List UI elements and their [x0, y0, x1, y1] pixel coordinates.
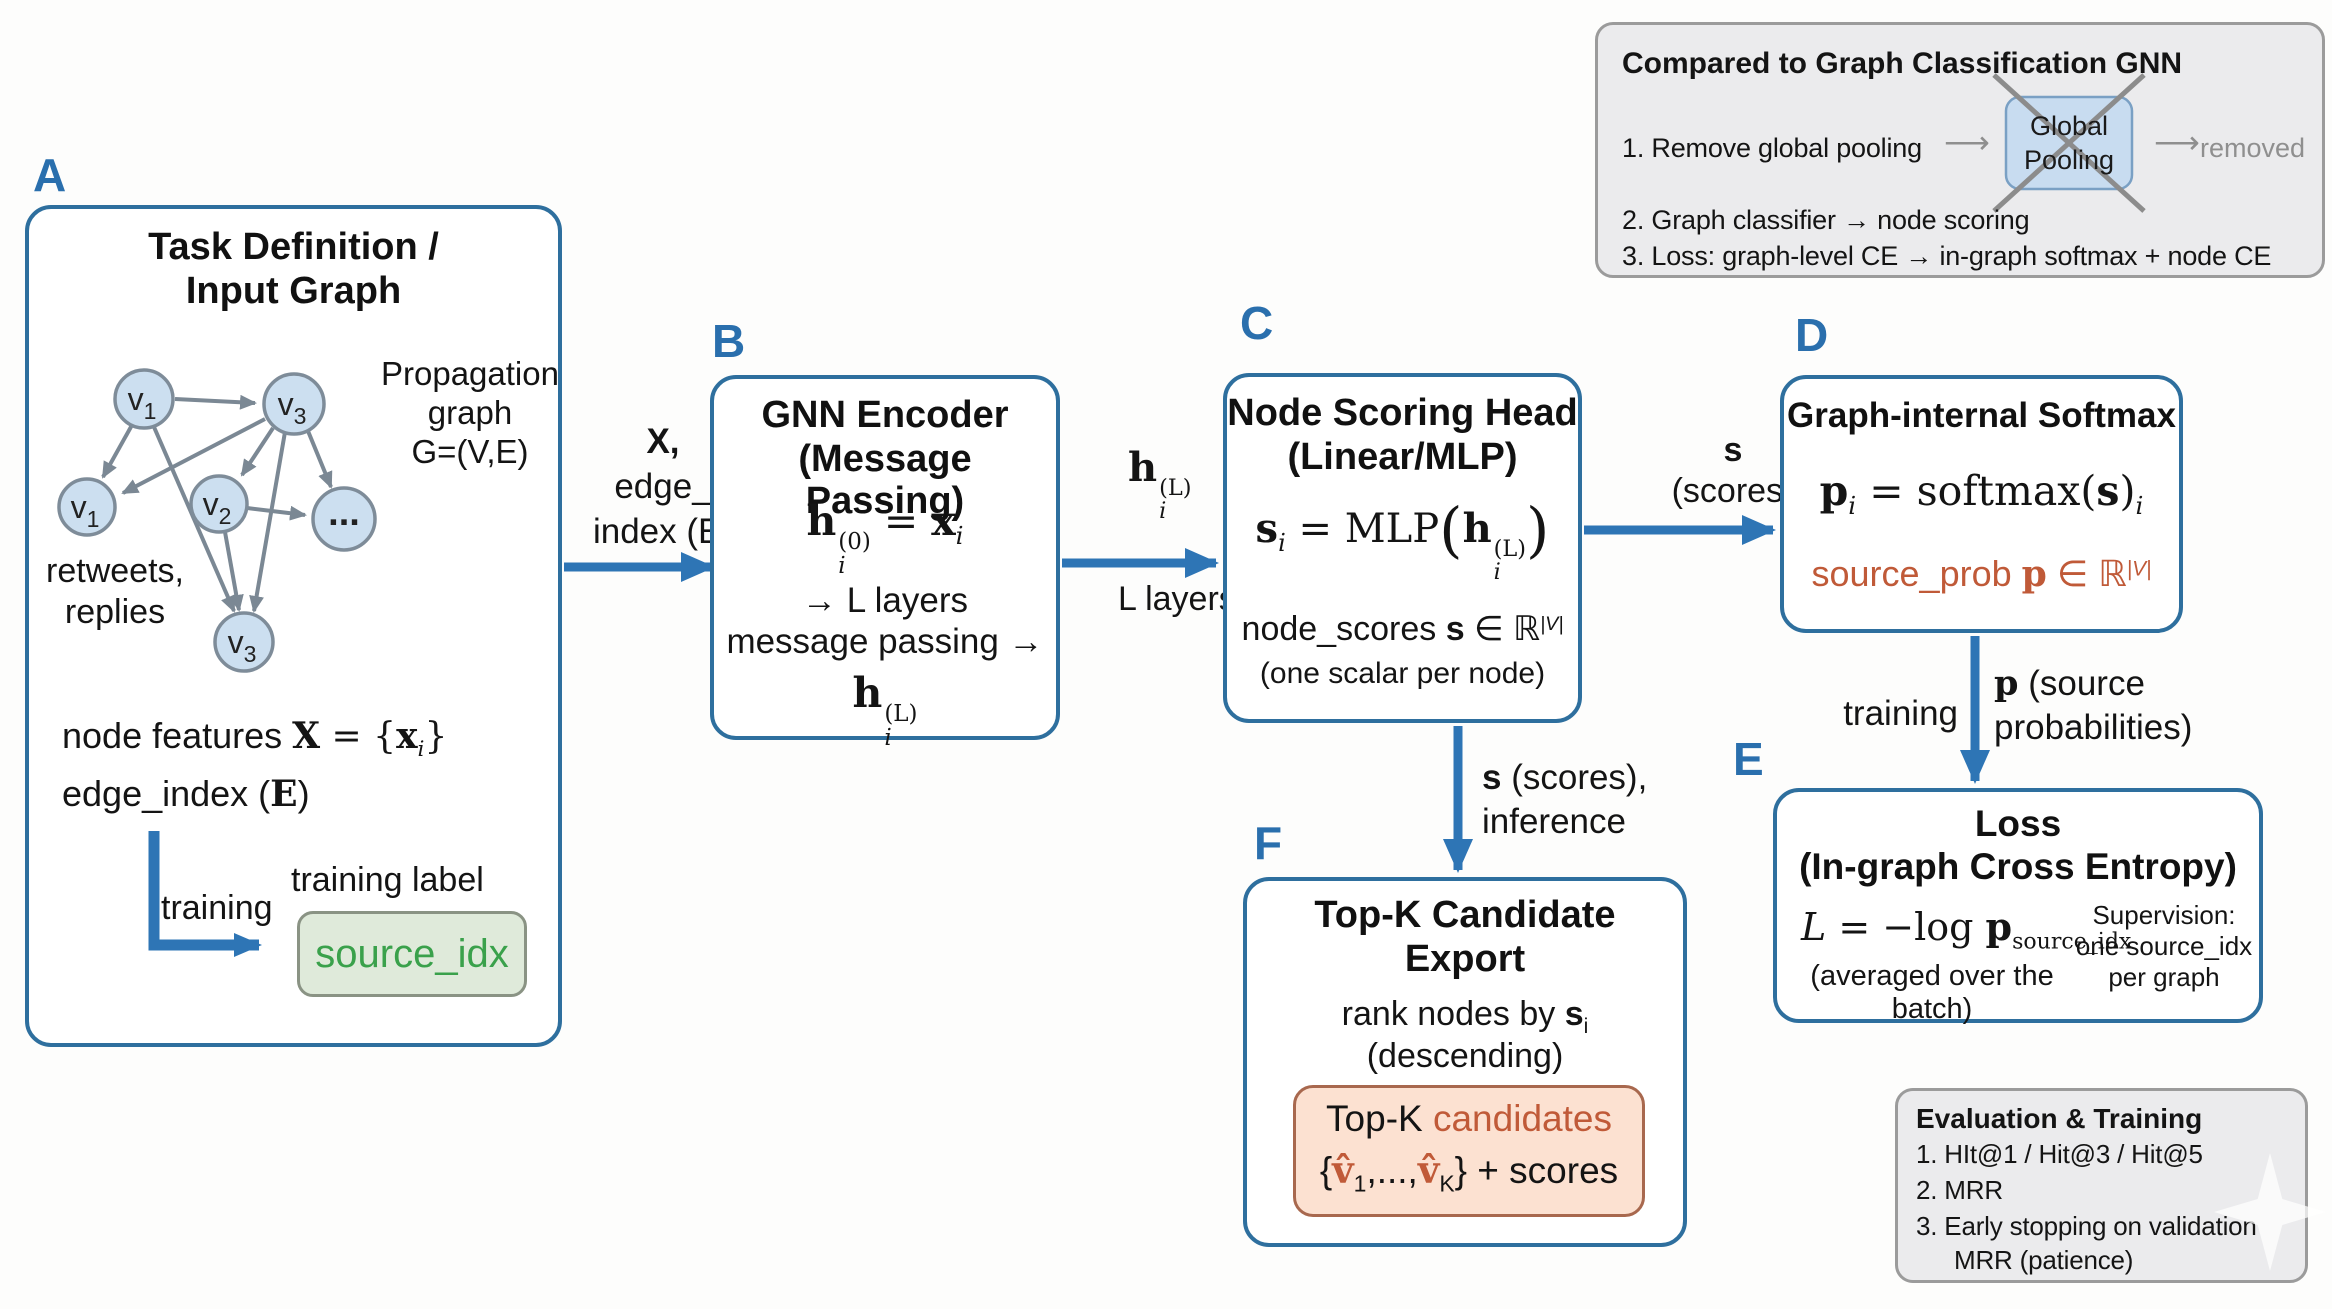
node-v3-top — [262, 372, 326, 436]
node-label: v3 — [228, 624, 257, 667]
box-b-formula2: h(L)i — [852, 669, 918, 751]
box-b-formula1: h(0)i = xi — [806, 497, 964, 579]
box-f-desc: (descending) — [1366, 1037, 1564, 1075]
node-features-line: node features X = {xi} — [62, 715, 448, 763]
box-b-title-line1: GNN Encoder — [761, 394, 1009, 436]
arrow-cf-label: s (scores), inference — [1482, 758, 1648, 842]
box-c-note: (one scalar per node) — [1259, 657, 1546, 690]
topk-chip-line2: {v̂1,...,v̂K} + scores — [1319, 1148, 1619, 1197]
box-a-title-line1: Task Definition / — [148, 226, 439, 268]
box-e-note: (averaged over the batch) — [1810, 960, 2054, 1025]
box-gnn-encoder: GNN Encoder (Message Passing) h(0)i = xi… — [710, 375, 1060, 750]
node-v1-top — [113, 368, 175, 430]
box-b-mid-line1: → L layers — [802, 581, 968, 620]
node-label-dots: ... — [328, 492, 360, 534]
node-v2 — [189, 474, 249, 534]
edge-index-line: edge_index (E) — [62, 773, 310, 815]
box-d-source-prob: source_prob p ∈ ℝ|V| — [1811, 553, 2152, 595]
gray-arrow-icon: ⟶ — [1944, 124, 1990, 160]
box-node-scoring: Node Scoring Head (Linear/MLP) si = MLP(… — [1223, 373, 1582, 723]
panel-eval-item1: 1. HIt@1 / Hit@3 / Hit@5 — [1916, 1139, 2203, 1169]
node-v1-left — [57, 477, 117, 537]
training-arrow-label: training — [161, 889, 273, 927]
propagation-caption: Propagation graph G=(V,E) — [381, 355, 559, 470]
panel-eval-item2: 2. MRR — [1916, 1175, 2003, 1205]
box-c-formula: si = MLP(h(L)i) — [1255, 495, 1550, 585]
section-label-b: B — [712, 315, 746, 367]
arrow-bc-label-bottom: L layers — [1118, 580, 1236, 618]
node-label: v3 — [278, 386, 307, 429]
box-c-title-line1: Node Scoring Head — [1227, 392, 1578, 434]
removed-label: removed — [2200, 133, 2306, 163]
box-c-scores-line: node_scores s ∈ ℝ|V| — [1241, 610, 1564, 648]
training-label-caption: training label — [291, 861, 484, 899]
panel-compare-item3: 3. Loss: graph-level CE → in-graph softm… — [1622, 241, 2272, 271]
panel-compare: Compared to Graph Classification GNN 1. … — [1595, 22, 2325, 278]
box-b-mid-line2: message passing → — [726, 622, 1044, 661]
box-e-formula: L = −log psource_idx — [1801, 904, 2132, 955]
node-dots — [311, 486, 377, 552]
box-a-title-line2: Input Graph — [185, 270, 402, 312]
section-label-d: D — [1795, 309, 1829, 361]
node-label: v1 — [71, 489, 100, 532]
panel-eval-item3b: MRR (patience) — [1954, 1245, 2134, 1275]
section-label-a: A — [33, 149, 67, 201]
gray-arrow-icon: ⟶ — [2154, 124, 2200, 160]
node-label: v2 — [203, 486, 232, 529]
retweets-replies-note: retweets, replies — [46, 552, 184, 631]
source-idx-chip: source_idx — [297, 911, 527, 997]
graph-edges — [101, 394, 333, 613]
arrow-bc-label-top: h(L)i — [1128, 444, 1192, 524]
box-loss: Loss (In-graph Cross Entropy) L = −log p… — [1773, 788, 2263, 1025]
global-pooling-text1: Global — [2030, 111, 2108, 141]
box-d-formula: pi = softmax(s)i — [1819, 467, 2144, 521]
cross-line-2 — [1992, 73, 2146, 213]
arrow-de-right-label: p (source probabilities) — [1994, 663, 2193, 748]
box-b-title-line2: (Message Passing) — [798, 438, 972, 522]
graph-nodes — [57, 368, 377, 673]
arrow-de-left-label: training — [1843, 694, 1958, 733]
section-label-c: C — [1240, 297, 1274, 349]
section-label-f: F — [1254, 817, 1283, 869]
box-c-title-line2: (Linear/MLP) — [1287, 436, 1518, 478]
arrow-cd-label: s (scores) — [1671, 431, 1795, 511]
node-v3-bottom — [213, 611, 275, 673]
panel-eval-item3a: 3. Early stopping on validation — [1916, 1211, 2257, 1241]
box-topk-export: Top-K Candidate Export rank nodes by si … — [1243, 877, 1687, 1247]
section-label-e: E — [1733, 733, 1764, 785]
source-idx-text: source_idx — [315, 931, 509, 976]
global-pooling-crossed-box: Global Pooling — [1992, 73, 2146, 213]
panel-compare-title: Compared to Graph Classification GNN — [1622, 47, 2183, 80]
topk-chip-line1: Top-K candidates — [1326, 1098, 1612, 1139]
box-graph-internal-softmax: Graph-internal Softmax pi = softmax(s)i … — [1780, 375, 2183, 633]
box-d-title: Graph-internal Softmax — [1787, 396, 2176, 435]
box-task-definition: v1 v3 v1 v2 ... v3 Task Definition / Inp… — [25, 205, 562, 1047]
arrow-ab-label: X, edge_ index (E) — [592, 422, 734, 551]
box-e-title-line2: (In-graph Cross Entropy) — [1799, 846, 2237, 887]
panel-compare-item2: 2. Graph classifier → node scoring — [1622, 205, 2030, 235]
global-pooling-text2: Pooling — [2024, 145, 2114, 175]
panel-eval-title: Evaluation & Training — [1916, 1103, 2203, 1134]
box-e-title-line1: Loss — [1974, 803, 2062, 844]
box-f-rank-line: rank nodes by si — [1341, 995, 1589, 1038]
node-label: v1 — [128, 381, 157, 424]
box-e-supervision: Supervision: one source_idx per graph — [2075, 900, 2253, 993]
propagation-graph: v1 v3 v1 v2 ... v3 — [57, 368, 377, 957]
training-arrow — [148, 831, 262, 957]
box-f-title-line2: Export — [1404, 938, 1526, 980]
box-f-title-line1: Top-K Candidate — [1314, 894, 1616, 936]
panel-compare-item1: 1. Remove global pooling — [1622, 133, 1922, 163]
topk-candidates-chip: Top-K candidates {v̂1,...,v̂K} + scores — [1293, 1085, 1645, 1217]
panel-eval: Evaluation & Training 1. HIt@1 / Hit@3 /… — [1895, 1088, 2326, 1283]
